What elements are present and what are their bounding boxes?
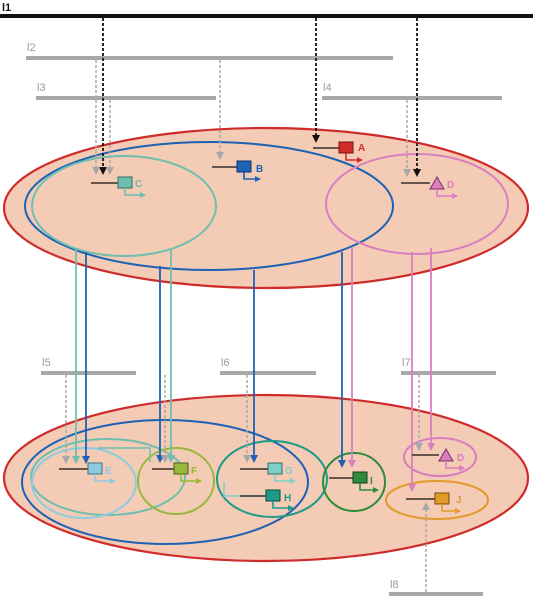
gene-label-E: E [105, 466, 112, 477]
gene-D: D [401, 176, 458, 199]
incoming-arrows-top [92, 18, 421, 177]
gene-label-G: G [285, 466, 293, 477]
bottom-orange-cluster [385, 480, 489, 520]
gene-E: E [59, 462, 116, 484]
level-label-l1: l1 [2, 2, 11, 14]
level-label-l7: l7 [402, 357, 411, 369]
level-bar-l2: l2 [26, 42, 393, 60]
bottom-module-ellipse [2, 393, 530, 563]
gene-label-D-bottom: D [457, 453, 464, 464]
gene-C: C [91, 176, 146, 198]
gene-label-J: J [456, 495, 462, 506]
gene-label-H: H [284, 493, 291, 504]
gene-I: I [329, 471, 379, 493]
bottom-olive-cluster [137, 447, 215, 515]
bottom-lightblue-cluster [31, 447, 137, 519]
gene-D-bottom: D [412, 448, 465, 471]
bottom-darkgreen-cluster [322, 452, 386, 512]
gene-label-D: D [447, 180, 454, 191]
level-bar-l7: l7 [401, 357, 496, 375]
incoming-arrows-bottom [62, 375, 430, 592]
level-bar-l4: l4 [322, 82, 502, 100]
bottom-pink-cluster [403, 437, 477, 477]
level-label-l6: l6 [221, 357, 230, 369]
module-arrows [72, 248, 435, 492]
level-bar-l5: l5 [41, 357, 136, 375]
gene-G: G [240, 462, 296, 484]
level-bar-l3: l3 [36, 82, 216, 100]
gene-B: B [212, 160, 263, 182]
top-module-ellipse [2, 126, 530, 290]
level-label-l4: l4 [323, 82, 332, 94]
level-label-l2: l2 [27, 42, 36, 54]
gene-F: F [152, 462, 202, 484]
gene-label-F: F [191, 466, 197, 477]
gene-label-C: C [135, 179, 142, 190]
gene-J: J [406, 492, 462, 514]
top-blue-cluster [24, 141, 394, 271]
level-bar-l1: l1 [0, 2, 533, 18]
gene-label-A: A [358, 143, 365, 154]
level-label-l5: l5 [42, 357, 51, 369]
level-bar-l6: l6 [220, 357, 316, 375]
gene-label-B: B [256, 164, 263, 175]
gene-label-I: I [370, 476, 373, 487]
bottom-green-teal-cluster [216, 440, 328, 518]
top-teal-cluster [31, 155, 217, 257]
level-label-l8: l8 [390, 579, 399, 591]
level-bar-l8: l8 [389, 579, 483, 596]
gene-H: H [240, 489, 294, 511]
gene-A: A [313, 141, 365, 163]
level-label-l3: l3 [37, 82, 46, 94]
